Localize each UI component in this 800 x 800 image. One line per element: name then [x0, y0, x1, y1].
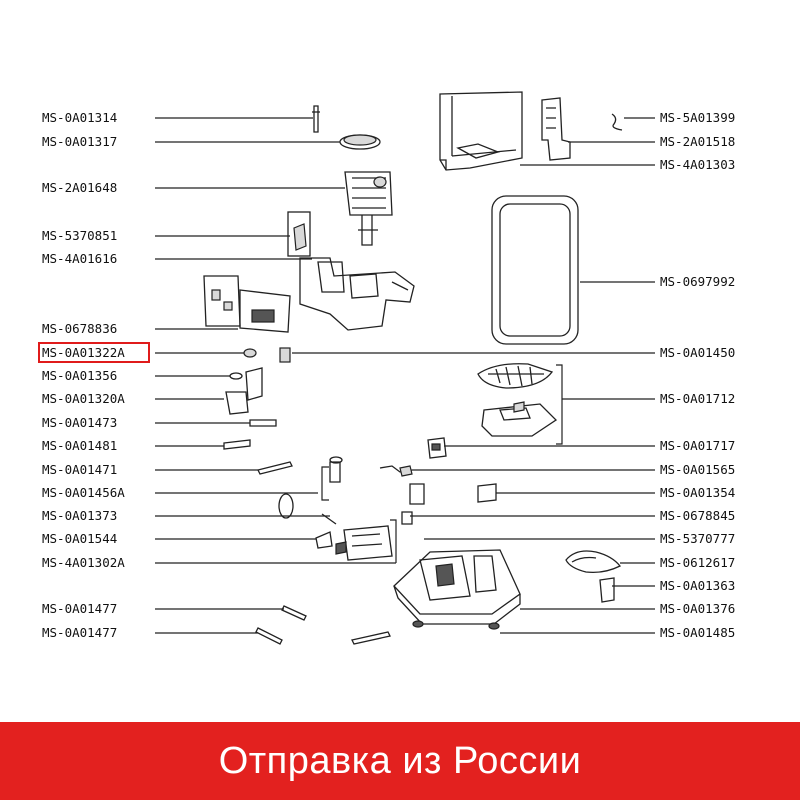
right-labels: MS-5A01399 MS-2A01518 MS-4A01303 MS-0697…: [660, 110, 735, 640]
part-label: MS-0A01320A: [42, 391, 125, 406]
part-label: MS-0A01354: [660, 485, 735, 500]
part-label: MS-0A01473: [42, 415, 117, 430]
part-label-highlighted: MS-0A01322A: [42, 345, 125, 360]
part-label: MS-0A01373: [42, 508, 117, 523]
highlighted-part-label-frame: [38, 342, 150, 363]
part-label: MS-2A01648: [42, 180, 117, 195]
part-label: MS-0A01712: [660, 391, 735, 406]
part-label: MS-0A01450: [660, 345, 735, 360]
part-label: MS-0A01356: [42, 368, 117, 383]
part-label: MS-0A01376: [660, 601, 735, 616]
part-label: MS-0A01717: [660, 438, 735, 453]
part-label: MS-5370851: [42, 228, 117, 243]
part-label: MS-0678845: [660, 508, 735, 523]
part-label: MS-0A01565: [660, 462, 735, 477]
exploded-parts-diagram: MS-0A01314 MS-0A01317 MS-2A01648 MS-5370…: [42, 91, 735, 645]
part-label: MS-5370777: [660, 531, 735, 546]
part-label: MS-0612617: [660, 555, 735, 570]
banner-text: Отправка из России: [218, 739, 582, 782]
leader-lines-left: [155, 117, 397, 634]
part-label: MS-4A01303: [660, 157, 735, 172]
part-label: MS-0A01477: [42, 601, 117, 616]
part-label: MS-0A01485: [660, 625, 735, 640]
part-label: MS-0A01314: [42, 110, 117, 125]
part-label: MS-5A01399: [660, 110, 735, 125]
leader-lines-right: [292, 117, 655, 634]
part-label: MS-0A01477: [42, 625, 117, 640]
part-label: MS-4A01302A: [42, 555, 125, 570]
part-label: MS-0A01481: [42, 438, 117, 453]
part-label: MS-0697992: [660, 274, 735, 289]
part-label: MS-0A01317: [42, 134, 117, 149]
left-labels: MS-0A01314 MS-0A01317 MS-2A01648 MS-5370…: [42, 110, 125, 640]
part-label: MS-0A01544: [42, 531, 117, 546]
part-label: MS-4A01616: [42, 251, 117, 266]
part-label: MS-0A01471: [42, 462, 117, 477]
part-label: MS-2A01518: [660, 134, 735, 149]
parts-illustration: [203, 91, 623, 645]
part-label: MS-0A01363: [660, 578, 735, 593]
part-label: MS-0678836: [42, 321, 117, 336]
part-label: MS-0A01456A: [42, 485, 125, 500]
shipping-banner: Отправка из России: [0, 722, 800, 800]
